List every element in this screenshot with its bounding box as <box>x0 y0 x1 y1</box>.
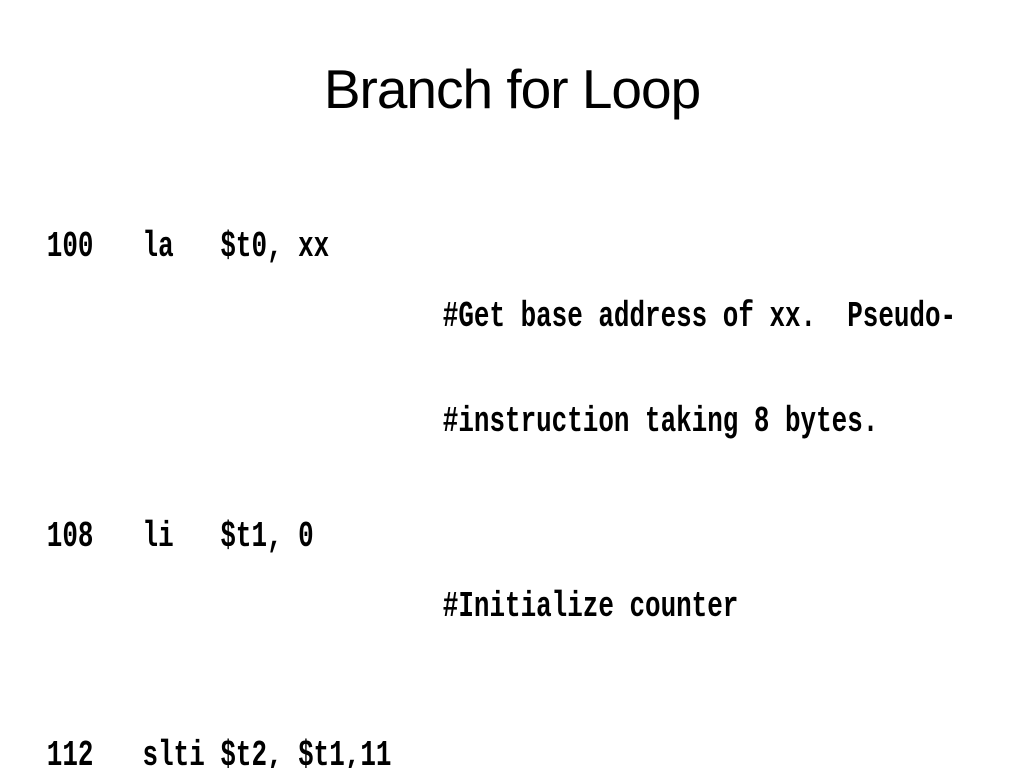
code-row: 108 li $t1, 0 #Initialize counter <box>0 515 1024 729</box>
code-address: 108 <box>46 515 94 557</box>
code-row: 112 slti $t2, $t1,11 #$t2 set to 1 of $t… <box>0 738 1024 768</box>
code-comment: #Get base address of xx. Pseudo- #instru… <box>443 229 1024 509</box>
assembly-code-block: 100 la $t0, xx #Get base address of xx. … <box>0 229 1024 768</box>
code-comment-line2: #instruction taking 8 bytes. <box>442 401 879 442</box>
slide-title: Branch for Loop <box>323 58 701 120</box>
code-comment-line1: #Initialize counter <box>442 585 739 627</box>
code-instruction: la $t0, xx <box>142 226 330 267</box>
code-comment-line1: #Get base address of xx. Pseudo- <box>442 296 957 337</box>
code-instruction: slti $t2, $t1,11 <box>142 735 392 768</box>
code-row: 100 la $t0, xx #Get base address of xx. … <box>0 229 1024 509</box>
code-instruction: li $t1, 0 <box>142 515 314 557</box>
code-comment: #$t2 set to 1 of $t1 < 11 <box>443 738 1024 768</box>
code-address: 112 <box>46 735 94 768</box>
code-address: 100 <box>46 226 94 267</box>
code-comment: #Initialize counter <box>443 519 1024 729</box>
